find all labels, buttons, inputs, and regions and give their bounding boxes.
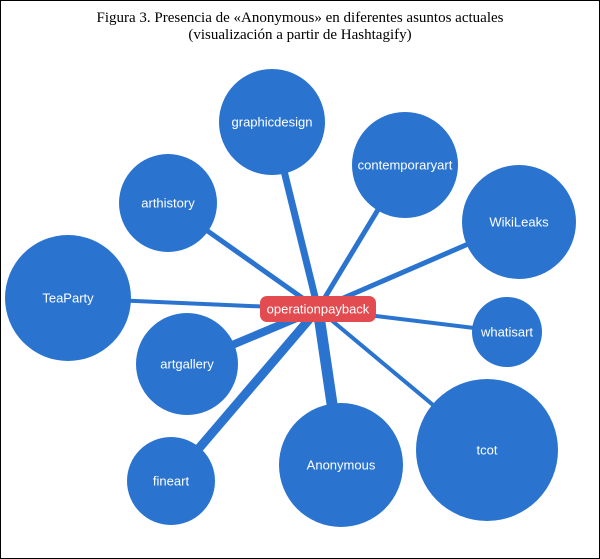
node-label: artgallery (160, 357, 214, 372)
node-contemporaryart[interactable]: contemporaryart (352, 112, 458, 218)
node-label: tcot (477, 443, 498, 458)
node-circle (279, 403, 403, 527)
caption-title: Figura 3. Presencia de «Anonymous» en di… (96, 10, 504, 26)
node-label: arthistory (141, 196, 195, 211)
node-circle (219, 69, 325, 175)
node-label: whatisart (480, 325, 533, 340)
node-tcot[interactable]: tcot (416, 379, 558, 521)
center-label: operationpayback (267, 302, 370, 317)
node-fineart[interactable]: fineart (127, 437, 215, 525)
node-circle (416, 379, 558, 521)
node-label: TeaParty (42, 291, 94, 306)
node-label: graphicdesign (232, 115, 313, 130)
center-node[interactable]: operationpayback (260, 296, 376, 322)
node-circle (352, 112, 458, 218)
caption-subtitle: (visualización a partir de Hashtagify) (188, 27, 412, 43)
node-whatisart[interactable]: whatisart (472, 297, 542, 367)
node-arthistory[interactable]: arthistory (119, 154, 217, 252)
node-label: WikiLeaks (489, 215, 549, 230)
node-circle (127, 437, 215, 525)
node-teaparty[interactable]: TeaParty (5, 235, 131, 361)
node-circle (119, 154, 217, 252)
figure-caption: Figura 3. Presencia de «Anonymous» en di… (1, 10, 599, 44)
node-artgallery[interactable]: artgallery (136, 313, 238, 415)
node-circle (472, 297, 542, 367)
node-label: fineart (153, 474, 190, 489)
node-anonymous[interactable]: Anonymous (279, 403, 403, 527)
center-pill (260, 296, 376, 322)
node-circle (136, 313, 238, 415)
node-graphicdesign[interactable]: graphicdesign (219, 69, 325, 175)
node-label: contemporaryart (358, 158, 453, 173)
node-circle (462, 165, 576, 279)
node-label: Anonymous (307, 458, 376, 473)
node-circle (5, 235, 131, 361)
node-wikileaks[interactable]: WikiLeaks (462, 165, 576, 279)
